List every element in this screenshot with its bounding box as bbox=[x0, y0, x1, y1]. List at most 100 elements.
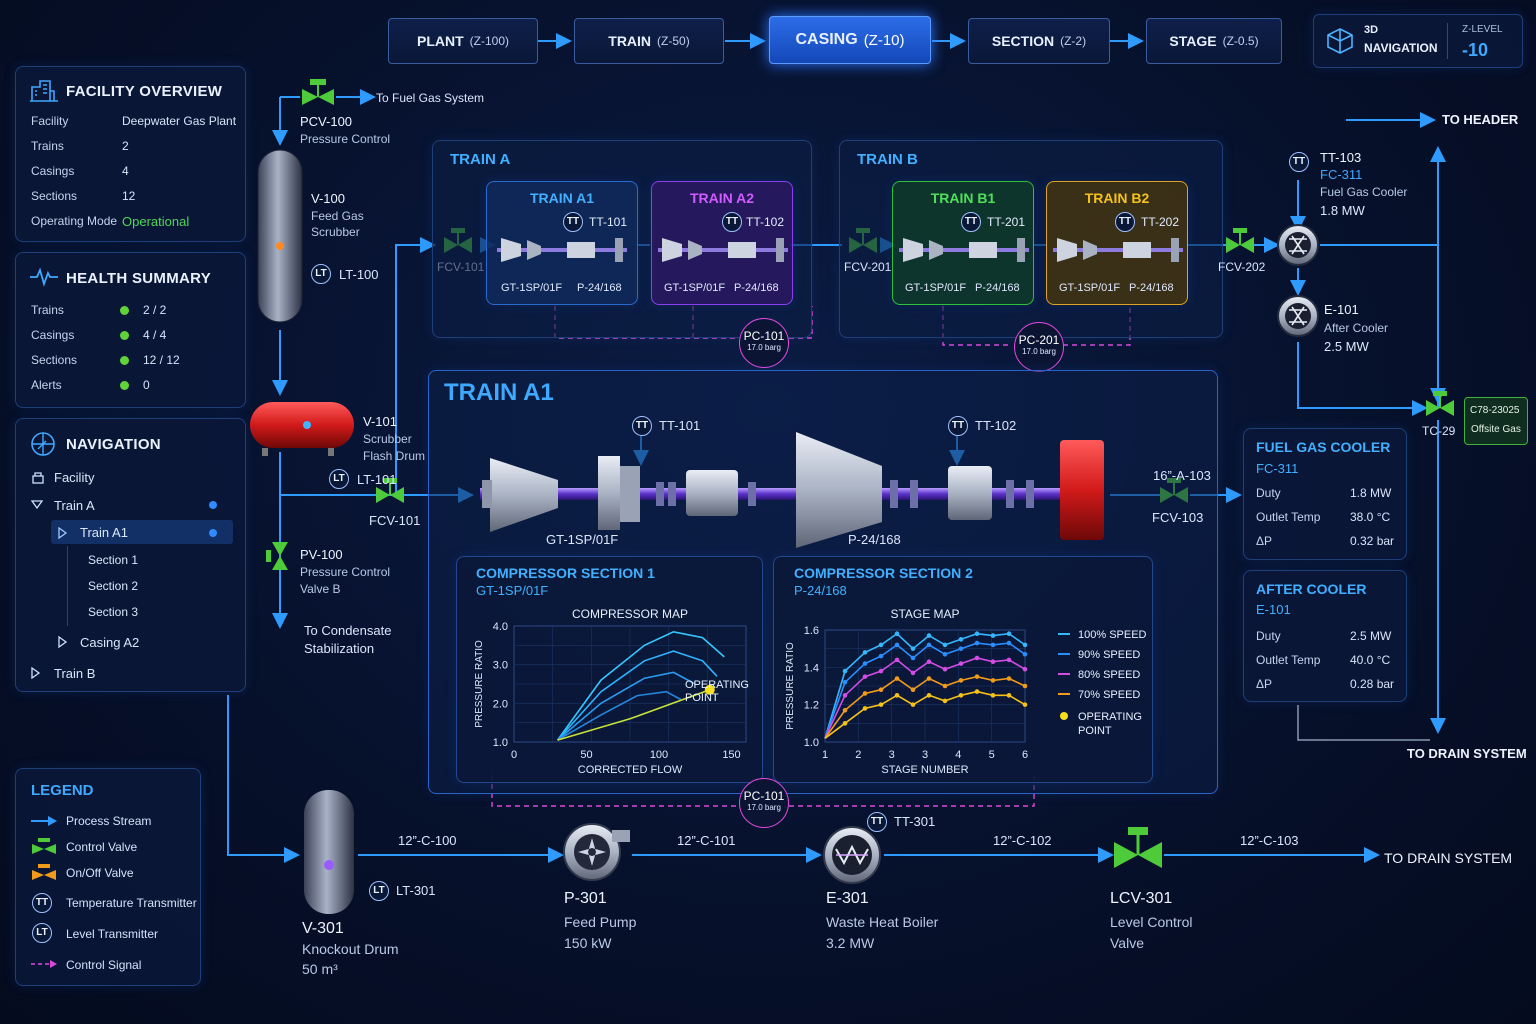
lcv301-desc: Valve bbox=[1110, 935, 1144, 951]
pc-tag: PC-101 bbox=[743, 789, 785, 803]
level-transmitter-icon: LT bbox=[311, 264, 331, 284]
nav-item-train-b[interactable]: Train B bbox=[54, 666, 96, 681]
x-axis-label: CORRECTED FLOW bbox=[578, 764, 683, 776]
chevron-right-icon[interactable] bbox=[58, 527, 68, 539]
nav-3d-panel[interactable]: 3D NAVIGATION Z-LEVEL -10 bbox=[1313, 14, 1523, 68]
x-tick-label: 100 bbox=[650, 749, 668, 761]
line-tag: 12”-C-100 bbox=[398, 833, 457, 848]
y-axis-label: PRESSURE RATIO bbox=[785, 642, 796, 730]
v301-desc: Knockout Drum bbox=[302, 941, 399, 957]
ac-key: Duty bbox=[1256, 629, 1281, 643]
fcv201-tag: FCV-201 bbox=[844, 260, 892, 274]
nav-item-train-a1[interactable]: Train A1 bbox=[80, 525, 128, 540]
v100-desc: Scrubber bbox=[311, 225, 360, 239]
data-point bbox=[1022, 666, 1028, 672]
legend-label: 70% SPEED bbox=[1078, 689, 1140, 701]
e301-duty: 3.2 MW bbox=[826, 935, 875, 951]
detail-title: TRAIN A1 bbox=[444, 379, 554, 406]
data-point bbox=[894, 642, 900, 648]
facility-value: 4 bbox=[122, 164, 129, 178]
data-point bbox=[926, 642, 932, 648]
ac-key: Outlet Temp bbox=[1256, 653, 1321, 667]
series-line bbox=[557, 689, 711, 741]
nav-item-casing-a2[interactable]: Casing A2 bbox=[80, 635, 140, 650]
tt103-tag: TT-103 bbox=[1320, 150, 1362, 165]
e101-tag: E-101 bbox=[1324, 302, 1359, 317]
series-line bbox=[556, 630, 725, 741]
health-summary-panel: HEALTH SUMMARY Trains 2 / 2 Casings 4 / … bbox=[15, 252, 246, 408]
train-b-title: TRAIN B bbox=[857, 151, 918, 168]
chevron-down-icon[interactable] bbox=[31, 500, 43, 510]
gt-casing-label: GT-1SP/01F bbox=[546, 532, 619, 547]
data-point bbox=[1006, 676, 1012, 681]
fgc-value: 1.8 MW bbox=[1350, 486, 1392, 500]
vessel-v101 bbox=[250, 402, 354, 456]
chevron-right-icon[interactable] bbox=[58, 636, 68, 648]
compressor-train-icon bbox=[1053, 238, 1183, 262]
nav-item-section-1[interactable]: Section 1 bbox=[88, 553, 139, 567]
breadcrumb-plant[interactable]: PLANT(Z-100) bbox=[388, 18, 538, 64]
pc-tag: PC-101 bbox=[743, 329, 785, 343]
x-tick-label: 0 bbox=[511, 749, 517, 761]
train-b2-title: TRAIN B2 bbox=[1084, 190, 1150, 206]
data-point bbox=[862, 674, 868, 679]
x-tick-label: 50 bbox=[580, 749, 592, 761]
fgc-title: FUEL GAS COOLER bbox=[1256, 439, 1391, 455]
train-a1-card[interactable]: TRAIN A1 TT TT-101 GT-1SP/01F P-24/168 bbox=[486, 181, 638, 305]
p-compressor-casing bbox=[796, 432, 882, 548]
data-point bbox=[926, 659, 932, 665]
legend-title: LEGEND bbox=[31, 782, 94, 799]
y-tick-label: 1.2 bbox=[804, 700, 819, 712]
drain-system-label: TO DRAIN SYSTEM bbox=[1384, 850, 1513, 866]
vessel-v100 bbox=[257, 149, 303, 323]
train-a2-card[interactable]: TRAIN A2 TT TT-102 GT-1SP/01F P-24/168 bbox=[651, 181, 793, 305]
chevron-right-icon[interactable] bbox=[31, 667, 41, 679]
pv100-desc: Pressure Control bbox=[300, 565, 391, 579]
nav-item-section-3[interactable]: Section 3 bbox=[88, 605, 139, 619]
x-tick-label: 6 bbox=[1022, 749, 1028, 761]
data-point bbox=[1006, 631, 1012, 637]
nav-item-train-a[interactable]: Train A bbox=[54, 498, 95, 513]
nav-item-facility[interactable]: Facility bbox=[54, 470, 95, 485]
divider bbox=[1447, 23, 1448, 59]
data-point bbox=[910, 646, 916, 651]
health-value: 0 bbox=[143, 378, 150, 392]
legend-panel: LEGEND Process Stream Control Valve On/O… bbox=[15, 768, 201, 986]
y-tick-label: 1.6 bbox=[804, 625, 819, 637]
pcv100-tag: PCV-100 bbox=[300, 114, 353, 129]
v101-desc: Scrubber bbox=[363, 432, 412, 446]
gt-compressor-casing bbox=[490, 458, 558, 532]
data-point bbox=[862, 706, 868, 711]
tt101-tag: TT-101 bbox=[589, 215, 628, 229]
after-cooler-panel: AFTER COOLER E-101 Duty 2.5 MW Outlet Te… bbox=[1243, 570, 1407, 702]
breadcrumb-zlevel: (Z-100) bbox=[469, 34, 509, 48]
breadcrumb-casing[interactable]: CASING(Z-10) bbox=[769, 16, 931, 64]
breadcrumb-stage[interactable]: STAGE(Z-0.5) bbox=[1146, 18, 1282, 64]
breadcrumb-train[interactable]: TRAIN(Z-50) bbox=[574, 18, 724, 64]
compressor-train-detail[interactable] bbox=[470, 428, 1120, 558]
data-point bbox=[942, 642, 948, 648]
cs1-title: COMPRESSOR SECTION 1 bbox=[476, 565, 655, 581]
train-b2-card[interactable]: TRAIN B2 TT TT-202 GT-1SP/01F P-24/168 bbox=[1046, 181, 1188, 305]
casing-tag: GT-1SP/01F bbox=[1059, 282, 1121, 294]
series-line bbox=[556, 671, 696, 741]
nav3d-line2: NAVIGATION bbox=[1364, 41, 1438, 55]
pump-p301 bbox=[563, 823, 630, 881]
operating-point-label: OPERATING bbox=[685, 679, 749, 691]
y-tick-label: 3.0 bbox=[493, 660, 508, 672]
breadcrumb-section[interactable]: SECTION(Z-2) bbox=[968, 18, 1110, 64]
data-point bbox=[942, 666, 948, 672]
data-point bbox=[910, 670, 916, 676]
process-stream-icon bbox=[31, 816, 57, 826]
active-dot-icon bbox=[209, 529, 217, 537]
breadcrumb-zlevel: (Z-10) bbox=[863, 31, 905, 49]
nav-item-section-2[interactable]: Section 2 bbox=[88, 579, 139, 593]
facility-value: 2 bbox=[122, 139, 129, 153]
ac-value: 2.5 MW bbox=[1350, 629, 1392, 643]
health-key: Sections bbox=[31, 353, 78, 367]
train-b1-card[interactable]: TRAIN B1 TT TT-201 GT-1SP/01F P-24/168 bbox=[892, 181, 1034, 305]
offsite-gas-box[interactable]: C78-23025 Offsite Gas bbox=[1464, 397, 1528, 445]
